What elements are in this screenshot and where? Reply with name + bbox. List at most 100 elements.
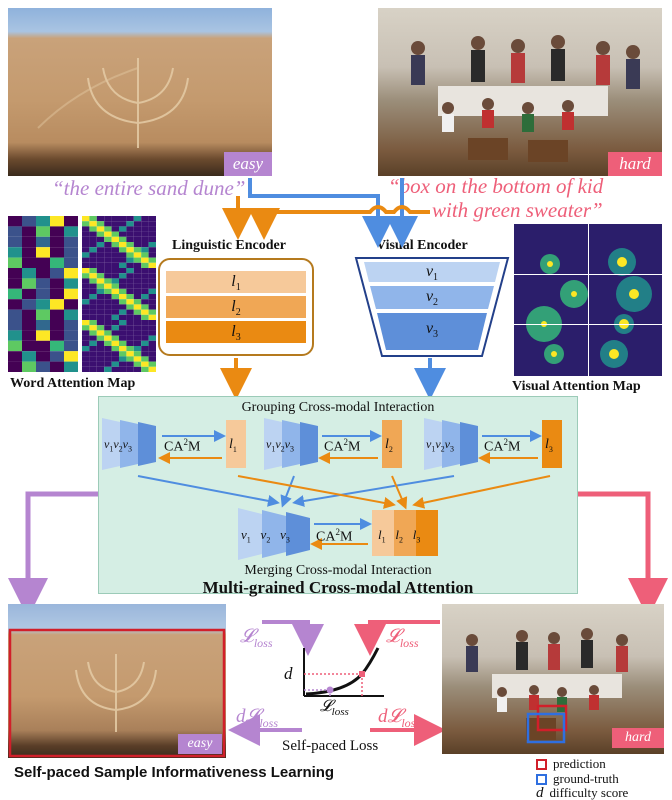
word-heatmap-cell xyxy=(8,309,22,320)
word-heatmap-cell xyxy=(89,231,97,237)
word-heatmap-cell xyxy=(96,262,105,268)
word-heatmap-cell xyxy=(148,356,156,362)
word-heatmap-cell xyxy=(104,288,112,294)
word-heatmap-cell xyxy=(96,335,105,341)
word-heatmap-cell xyxy=(36,216,50,227)
word-heatmap-cell xyxy=(141,330,149,336)
word-heatmap-cell xyxy=(50,236,64,248)
word-heatmap-cell xyxy=(133,314,142,320)
word-heatmap-cell xyxy=(50,361,64,372)
word-heatmap-cell xyxy=(141,361,149,367)
word-heatmap-cell xyxy=(89,304,97,310)
word-heatmap-cell xyxy=(133,335,142,341)
word-heatmap-cell xyxy=(22,288,36,300)
word-heatmap-cell xyxy=(36,320,50,331)
word-heatmap-cell xyxy=(141,231,149,237)
self-paced-loss-caption: Self-paced Loss xyxy=(282,738,379,754)
word-heatmap-cell xyxy=(104,278,112,284)
word-heatmap-cell xyxy=(22,257,36,268)
word-heatmap-cell xyxy=(111,236,119,242)
word-heatmap-cell xyxy=(89,361,97,367)
visual-heatmap-divider xyxy=(514,324,662,325)
word-heatmap-cell xyxy=(148,361,156,367)
word-heatmap-cell xyxy=(89,257,97,263)
word-heatmap-cell xyxy=(119,283,127,289)
linguistic-encoder-box xyxy=(158,258,314,356)
visual-heatmap-peak xyxy=(551,351,557,357)
word-heatmap-cell xyxy=(148,262,156,268)
word-heatmap-cell xyxy=(64,226,78,237)
classroom-photo: hard xyxy=(378,8,662,176)
word-heatmap-cell xyxy=(133,361,142,367)
word-heatmap-cell xyxy=(111,273,119,279)
word-heatmap-cell xyxy=(96,309,105,315)
candelabra-geoglyph xyxy=(37,58,189,148)
word-heatmap-cell xyxy=(126,294,134,300)
word-heatmap-cell xyxy=(104,340,112,346)
word-heatmap-cell xyxy=(104,216,112,222)
visual-heatmap-peak xyxy=(547,261,553,267)
word-heatmap-cell xyxy=(36,351,50,362)
prediction-box-easy xyxy=(8,628,226,758)
word-heatmap-cell xyxy=(22,309,36,320)
ca2m-label-1: CA2M xyxy=(164,437,201,455)
word-heatmap-cell xyxy=(111,257,119,263)
word-heatmap-cell xyxy=(36,299,50,310)
linguistic-layer-1: l1 xyxy=(166,271,306,293)
word-heatmap-cell xyxy=(104,268,112,274)
group3-visual-stack xyxy=(424,418,478,470)
word-heatmap-cell xyxy=(96,236,105,242)
word-heatmap-cell xyxy=(111,330,119,336)
group-of-people-small xyxy=(466,628,628,744)
word-heatmap-cell xyxy=(133,325,142,331)
word-heatmap-cell xyxy=(119,330,127,336)
word-heatmap-cell xyxy=(141,304,149,310)
word-heatmap-cell xyxy=(119,288,127,294)
word-heatmap-cell xyxy=(133,216,142,222)
word-heatmap-cell xyxy=(89,330,97,336)
word-heatmap-cell xyxy=(8,299,22,310)
visual-heatmap-divider xyxy=(588,224,589,376)
word-heatmap-cell xyxy=(36,247,50,258)
word-heatmap-cell xyxy=(50,309,64,320)
prediction-box-hard xyxy=(536,704,568,732)
word-heatmap-cell xyxy=(148,268,156,274)
word-heatmap-cell xyxy=(8,320,22,331)
word-heatmap-cell xyxy=(8,278,22,289)
word-heatmap-cell xyxy=(111,247,119,253)
merged-l-labels: l1 l2 l3 xyxy=(378,527,421,545)
word-heatmap-cell xyxy=(64,247,78,258)
word-heatmap-cell xyxy=(104,262,112,268)
word-heatmap-cell xyxy=(126,226,134,232)
word-heatmap-cell xyxy=(96,278,105,284)
word-heatmap-cell xyxy=(64,309,78,320)
word-heatmap-cell xyxy=(111,226,119,232)
loss-easy-label: 𝓛loss xyxy=(240,626,273,650)
sand-dune-photo: easy xyxy=(8,8,272,176)
word-heatmap-cell xyxy=(22,216,36,227)
word-heatmap-cell xyxy=(126,325,134,331)
word-heatmap-cell xyxy=(96,231,105,237)
word-heatmap-cell xyxy=(111,299,119,305)
word-heatmap-cell xyxy=(104,314,112,320)
word-heatmap-cell xyxy=(111,320,119,326)
word-heatmap-cell xyxy=(133,304,142,310)
word-heatmap-cell xyxy=(119,346,127,352)
word-heatmap-cell xyxy=(96,294,105,300)
word-heatmap-cell xyxy=(96,252,105,258)
word-heatmap-cell xyxy=(126,216,134,222)
word-heatmap-cell xyxy=(148,294,156,300)
word-heatmap-cell xyxy=(8,361,22,372)
word-heatmap-cell xyxy=(104,299,112,305)
word-heatmap-cell xyxy=(111,221,119,227)
word-heatmap-cell xyxy=(119,231,127,237)
word-heatmap-cell xyxy=(111,278,119,284)
word-heatmap-cell xyxy=(8,330,22,341)
word-heatmap-cell xyxy=(126,257,134,263)
word-heatmap-cell xyxy=(133,330,142,336)
word-heatmap-cell xyxy=(119,299,127,305)
word-heatmap-cell xyxy=(50,330,64,341)
word-heatmap-cell xyxy=(141,236,149,242)
word-heatmap-cell xyxy=(104,226,112,232)
